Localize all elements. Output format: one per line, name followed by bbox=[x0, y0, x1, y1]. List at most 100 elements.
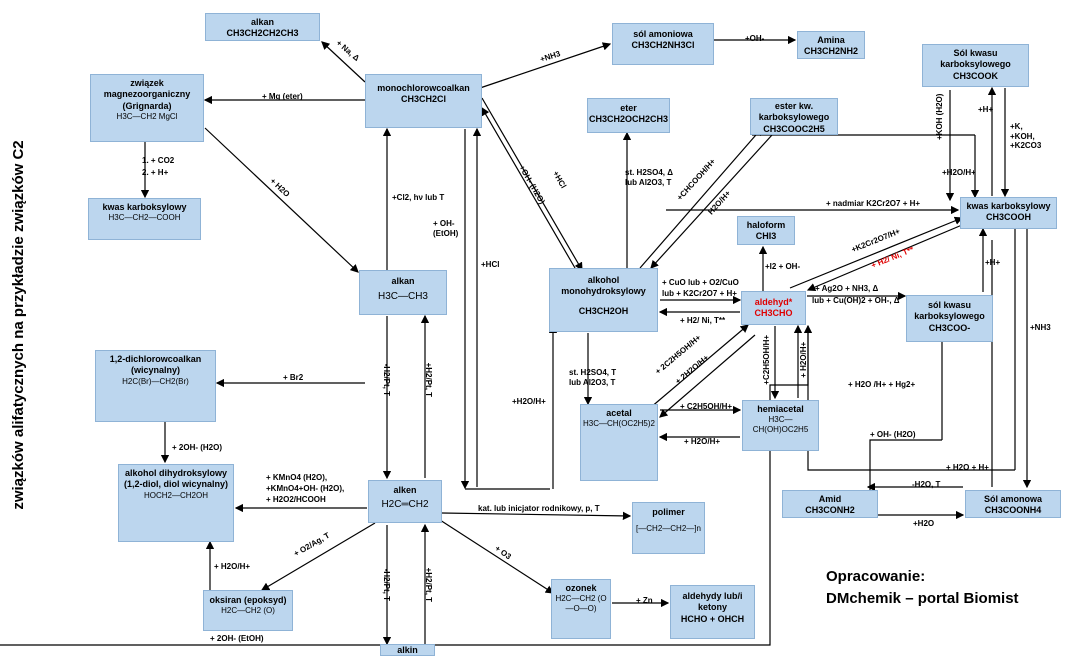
box-label: alkohol dihydroksylowy (1,2-diol, diol w… bbox=[123, 468, 228, 490]
box-label: kwas karboksylowy bbox=[966, 201, 1051, 211]
box-structure: H3C—CH2 MgCl bbox=[116, 111, 178, 121]
box-formula: H2C═CH2 bbox=[381, 499, 429, 511]
credit: Opracowanie: DMchemik – portal Biomist bbox=[826, 566, 1019, 610]
box-label: kwas karboksylowy bbox=[102, 202, 187, 212]
label-kmno4b: +KMnO4+OH- (H2O), bbox=[266, 484, 345, 493]
label-h2-pt-down: -H2/Pt, T bbox=[382, 363, 392, 397]
box-ester: ester kw. karboksylowego CH3COOC2H5 bbox=[750, 98, 838, 135]
label-h2o-hplus-amid: + H2O + H+ bbox=[946, 463, 989, 472]
box-structure: H2C—CH2 (O—O—O) bbox=[555, 594, 607, 614]
box-label: polimer bbox=[652, 507, 685, 517]
box-label: Amid bbox=[818, 494, 842, 504]
box-formula: CH3CH2OH bbox=[578, 305, 629, 316]
box-kwas-right: kwas karboksylowy CH3COOH bbox=[960, 197, 1057, 229]
box-label: Amina bbox=[817, 35, 845, 45]
box-formula: CH3COOK bbox=[952, 70, 998, 81]
box-eter: eter CH3CH2OCH2CH3 bbox=[587, 98, 670, 133]
box-label: 1,2-dichlorowcoalkan (wicynalny) bbox=[109, 354, 202, 376]
box-formula: HCHO + OHCH bbox=[680, 613, 745, 624]
label-kat: kat. lub inicjator rodnikowy, p, T bbox=[478, 504, 600, 513]
box-label: alkohol monohydroksylowy bbox=[561, 275, 646, 297]
label-h2-pt-down2: -H2/Pt, T bbox=[382, 568, 392, 602]
box-formula: CH3COONH4 bbox=[984, 505, 1042, 516]
box-hemiacetal: hemiacetal H3C—CH(OH)OC2H5 bbox=[742, 400, 819, 451]
box-formula: CH3CHO bbox=[754, 308, 793, 319]
label-h2o-h-hemi: + H2O/H+ bbox=[799, 341, 809, 378]
label-st-h2so4-top: st. H2SO4, Δ lub Al2O3, T bbox=[625, 168, 673, 187]
label-ag2o: + Ag2O + NH3, Δ bbox=[815, 284, 879, 293]
box-sol-amonowa: Sól amonowa CH3COONH4 bbox=[965, 490, 1061, 518]
box-formula: CH3CONH2 bbox=[805, 505, 855, 516]
box-grignard: związek magnezoorganiczny (Grignarda) H3… bbox=[90, 74, 204, 142]
label-c2h5oh-h: +C2H5OH/H+ bbox=[762, 334, 772, 385]
box-structure: H3C—CH(OC2H5)2 bbox=[582, 419, 655, 429]
box-monochloro: monochlorowcoalkan CH3CH2Cl bbox=[365, 74, 482, 128]
box-label: alkan bbox=[250, 17, 274, 27]
box-structure: [—CH2—CH2—]n bbox=[636, 524, 701, 534]
box-label: ozonek bbox=[565, 583, 597, 593]
box-kwas-left: kwas karboksylowy H3C—CH2—COOH bbox=[88, 198, 201, 240]
box-alkohol-di: alkohol dihydroksylowy (1,2-diol, diol w… bbox=[118, 464, 234, 542]
label-cuo2: lub + K2Cr2O7 + H+ bbox=[662, 289, 737, 298]
label-hcl-mid: +HCl bbox=[481, 260, 500, 269]
label-i2-oh: +I2 + OH- bbox=[765, 262, 801, 271]
label-oh-h2o-amid: + OH- (H2O) bbox=[870, 430, 916, 439]
label-br2: + Br2 bbox=[283, 373, 304, 382]
box-dichloro: 1,2-dichlorowcoalkan (wicynalny) H2C(Br)… bbox=[95, 350, 216, 422]
box-label: alkan bbox=[391, 276, 415, 286]
box-structure: H3C—CH2—COOH bbox=[108, 213, 181, 223]
label-h2o2: + H2O2/HCOOH bbox=[266, 495, 326, 504]
box-formula: CH3COOC2H5 bbox=[763, 123, 825, 134]
box-alkan-mid: alkan H3C—CH3 bbox=[359, 270, 447, 315]
label-h2o-hplus-right: +H2O/H+ bbox=[942, 168, 976, 177]
label-h2o-amid: +H2O bbox=[913, 519, 935, 528]
box-structure: H2C(Br)—CH2(Br) bbox=[122, 376, 189, 386]
box-aldehyd: aldehyd* CH3CHO bbox=[741, 291, 806, 325]
box-formula: CH3CH2NH3Cl bbox=[631, 40, 695, 51]
box-formula: CH3CH2Cl bbox=[400, 94, 446, 105]
box-sol-kwasu-mid: sól kwasu karboksylowego CH3COO- bbox=[906, 295, 993, 342]
box-structure: HOCH2—CH2OH bbox=[143, 490, 208, 500]
box-structure: H2C—CH2 (O) bbox=[221, 606, 275, 616]
box-aldehydy: aldehydy lub/i ketony HCHO + OHCH bbox=[670, 585, 755, 639]
box-label: haloform bbox=[746, 220, 786, 230]
box-amina: Amina CH3CH2NH2 bbox=[797, 31, 865, 59]
label-h2-pt-up2: +H2/Pt, T bbox=[424, 567, 434, 603]
box-label: Sól kwasu karboksylowego bbox=[940, 48, 1011, 70]
label-2oh-etoh: + 2OH- (EtOH) bbox=[210, 634, 264, 643]
box-label: aldehydy lub/i ketony bbox=[682, 591, 743, 613]
box-label: alkin bbox=[397, 645, 418, 655]
box-label: eter bbox=[620, 103, 637, 113]
label-koh-h2o: +KOH (H2O) bbox=[935, 93, 944, 140]
label-nh3-right: +NH3 bbox=[1030, 323, 1051, 332]
label-h2-pt-up: +H2/Pt, T bbox=[424, 362, 434, 398]
credit-line-1: Opracowanie: bbox=[826, 568, 926, 585]
box-formula: CH3COOH bbox=[985, 212, 1031, 223]
label-h2o-h-acetal: + H2O/H+ bbox=[684, 437, 721, 446]
label-2oh: + 2OH- (H2O) bbox=[172, 443, 223, 452]
label-hplus-b: +H+ bbox=[985, 258, 1001, 267]
label-k-list: +K, +KOH, +K2CO3 bbox=[1010, 122, 1042, 151]
label-hplus-list: 2. + H+ bbox=[142, 168, 169, 177]
label-oh-minus: +OH- bbox=[745, 34, 765, 43]
box-label: Sól amonowa bbox=[983, 494, 1042, 504]
box-sol-kwasu-top: Sól kwasu karboksylowego CH3COOK bbox=[922, 44, 1029, 87]
box-formula: CH3CH2CH2CH3 bbox=[226, 28, 299, 39]
box-label: hemiacetal bbox=[757, 404, 804, 414]
box-label: monochlorowcoalkan bbox=[377, 83, 470, 93]
label-hplus-a: +H+ bbox=[978, 105, 994, 114]
label-h2o-hplus-mid: +H2O/H+ bbox=[512, 397, 546, 406]
box-alkan-top: alkan CH3CH2CH2CH3 bbox=[205, 13, 320, 41]
label-c2h5oh-acetal: + C2H5OH/H+ bbox=[680, 402, 733, 411]
box-sol-amoniowa: sól amoniowa CH3CH2NH3Cl bbox=[612, 23, 714, 65]
label-kmno4: + KMnO4 (H2O), bbox=[266, 473, 328, 482]
label-st-h2so4-low: st. H2SO4, T lub Al2O3, T bbox=[569, 368, 617, 387]
box-formula: CH3CH2OCH2CH3 bbox=[588, 114, 669, 125]
box-bottom-cut: alkin bbox=[380, 644, 435, 656]
label-oh-etoh: + OH- (EtOH) bbox=[433, 219, 459, 238]
box-label: alken bbox=[393, 485, 417, 495]
label-zn: + Zn bbox=[636, 596, 653, 605]
credit-line-2: DMchemik – portal Biomist bbox=[826, 589, 1019, 607]
box-label: związek magnezoorganiczny (Grignarda) bbox=[103, 78, 191, 111]
box-label: sól amoniowa bbox=[633, 29, 693, 39]
